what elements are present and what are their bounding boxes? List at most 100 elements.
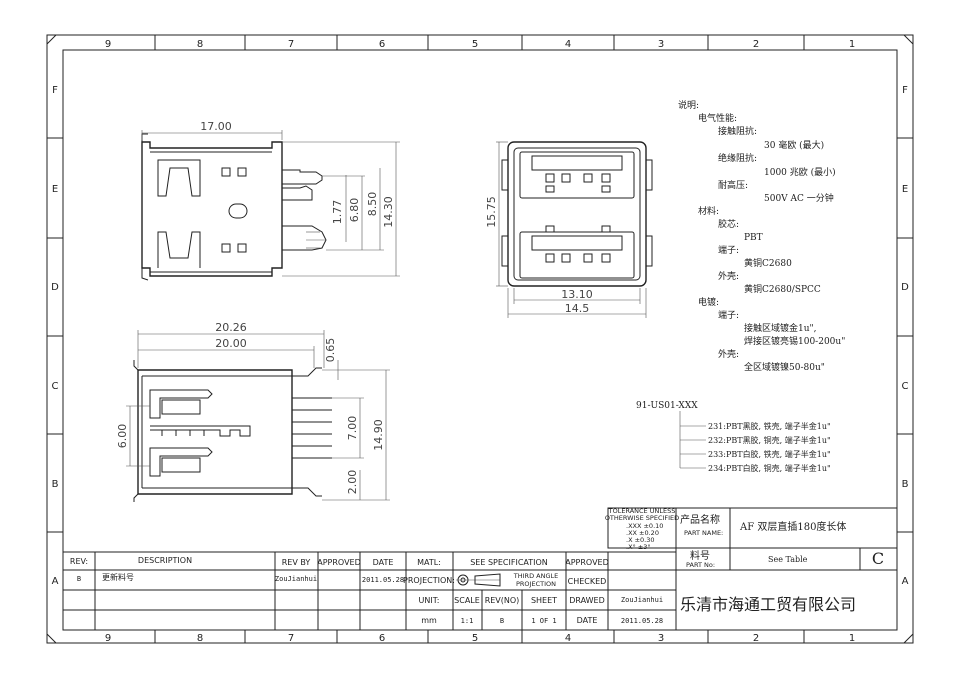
zone-dividers — [47, 35, 913, 643]
revby-value: ZouJianhui — [275, 575, 317, 583]
projection-line2: PROJECTION — [516, 580, 556, 588]
part-no-en: PART No: — [686, 561, 715, 569]
note-plating-t1: 接触区域镀金1u", — [744, 322, 817, 334]
note-insul-res: 绝缘阻抗: — [718, 152, 757, 164]
note-heading: 说明: — [678, 99, 699, 111]
front-view: 17.00 1.77 6.80 8.50 14.30 — [141, 120, 400, 281]
zone-num: 3 — [658, 633, 664, 644]
zone-num: 8 — [197, 39, 203, 50]
side-zone-letters: F E D C B A F E D C B A — [51, 85, 909, 587]
dim-front-width: 17.00 — [200, 120, 232, 133]
tol-line: .XXX ±0.10 — [626, 522, 663, 530]
zone-num: 3 — [658, 39, 664, 50]
part-no-cn: 料号 — [690, 549, 710, 562]
zone-num: 2 — [753, 39, 759, 50]
zone-letter: A — [902, 576, 909, 587]
zone-letter: D — [51, 282, 59, 293]
scale-value: 1:1 — [461, 617, 474, 625]
zone-letter: A — [52, 576, 59, 587]
zone-letter: E — [902, 184, 908, 195]
note-terminal-val: 黄铜C2680 — [744, 257, 792, 269]
unit-value: mm — [421, 616, 437, 625]
spec-notes: 说明: 电气性能: 接触阻抗: 30 毫欧 (最大) 绝缘阻抗: 1000 兆欧… — [678, 99, 845, 373]
zone-num: 5 — [472, 39, 478, 50]
zone-letter: E — [52, 184, 58, 195]
hdr-matl: MATL: — [417, 558, 441, 567]
zone-num: 6 — [379, 39, 385, 50]
zone-num: 2 — [753, 633, 759, 644]
hdr-approved: APPROVED — [317, 558, 361, 567]
note-shell-val: 黄铜C2680/SPCC — [744, 283, 821, 295]
zone-letter: F — [902, 85, 908, 96]
note-voltage-val: 500V AC 一分钟 — [764, 192, 834, 204]
dim-end-w2: 14.5 — [565, 302, 590, 315]
zone-num: 4 — [565, 39, 571, 50]
hdr-drawed: DRAWED — [569, 596, 605, 605]
note-voltage: 耐高压: — [718, 179, 748, 191]
dim-front-h2: 6.80 — [348, 198, 361, 223]
note-contact-res: 接触阻抗: — [718, 125, 757, 137]
zone-num: 8 — [197, 633, 203, 644]
dim-side-h3: 7.00 — [346, 416, 359, 441]
zone-num: 9 — [105, 633, 111, 644]
part-option: 231:PBT黑胶, 铁壳, 端子半金1u" — [708, 421, 831, 431]
tol-line: .X° ±3° — [626, 543, 651, 551]
hdr-scale: SCALE — [454, 596, 480, 605]
tol-line: TOLERANCE UNLESS — [608, 507, 676, 515]
tol-line: .XX ±0.20 — [626, 529, 659, 537]
third-angle-symbol — [456, 573, 501, 587]
part-option: 232:PBT黑胶, 铜壳, 端子半金1u" — [708, 435, 831, 445]
dim-end-w1: 13.10 — [561, 288, 593, 301]
hdr-date-2: DATE — [577, 616, 598, 625]
dim-side-h1: 0.65 — [324, 338, 337, 363]
zone-num: 1 — [849, 633, 855, 644]
top-zone-numbers: 9 8 7 6 5 4 3 2 1 — [105, 39, 855, 50]
end-view: 15.75 13.10 14.5 — [485, 141, 653, 318]
part-option: 234:PBT白胶, 铜壳, 端子半金1u" — [708, 463, 831, 473]
tol-line: OTHERWISE SPECIFIED — [605, 514, 679, 522]
note-contact-res-val: 30 毫欧 (最大) — [764, 139, 824, 151]
dim-front-h4: 14.30 — [382, 196, 395, 228]
dim-side-h2: 6.00 — [116, 424, 129, 449]
part-base: 91-US01-XXX — [636, 401, 698, 411]
hdr-description: DESCRIPTION — [138, 556, 192, 565]
matl-value: SEE SPECIFICATION — [470, 558, 548, 567]
sheet-value: 1 OF 1 — [531, 617, 556, 625]
rev-value: B — [77, 575, 81, 583]
part-option: 233:PBT白胶, 铁壳, 端子半金1u" — [708, 449, 831, 459]
zone-num: 7 — [288, 39, 294, 50]
dim-side-h5: 2.00 — [346, 470, 359, 495]
rev-letter: C — [872, 549, 884, 568]
hdr-date: DATE — [373, 558, 394, 567]
note-plating: 电镀: — [698, 296, 719, 308]
bottom-zone-numbers: 9 8 7 6 5 4 3 2 1 — [105, 633, 855, 644]
desc-value: 更新料号 — [102, 572, 134, 582]
zone-letter: B — [52, 479, 59, 490]
note-plating-t2: 焊接区镀亮锡100-200u" — [744, 335, 845, 347]
part-name-value: AF 双层直插180度长体 — [739, 520, 846, 533]
zone-num: 1 — [849, 39, 855, 50]
part-name-en: PART NAME: — [684, 529, 723, 537]
note-terminal: 端子: — [718, 244, 739, 256]
hdr-rev: REV: — [70, 557, 88, 566]
title-block: TOLERANCE UNLESS OTHERWISE SPECIFIED .XX… — [62, 507, 898, 631]
zone-letter: B — [902, 479, 909, 490]
hdr-rev-by: REV BY — [282, 558, 311, 567]
note-plating-s1: 全区域镀镍50-80u" — [744, 361, 825, 373]
dim-front-h1: 1.77 — [331, 200, 344, 225]
projection-line1: THIRD ANGLE — [513, 572, 558, 580]
hdr-unit: UNIT: — [419, 596, 440, 605]
zone-num: 6 — [379, 633, 385, 644]
note-plating-terminal: 端子: — [718, 309, 739, 321]
dim-side-h4: 14.90 — [372, 419, 385, 451]
hdr-revno: REV(NO) — [485, 596, 520, 605]
zone-num: 5 — [472, 633, 478, 644]
note-electrical: 电气性能: — [698, 112, 737, 124]
zone-letter: F — [52, 85, 58, 96]
part-no-value: See Table — [768, 555, 808, 564]
zone-num: 7 — [288, 633, 294, 644]
zone-num: 4 — [565, 633, 571, 644]
hdr-approved-2: APPROVED — [565, 558, 609, 567]
